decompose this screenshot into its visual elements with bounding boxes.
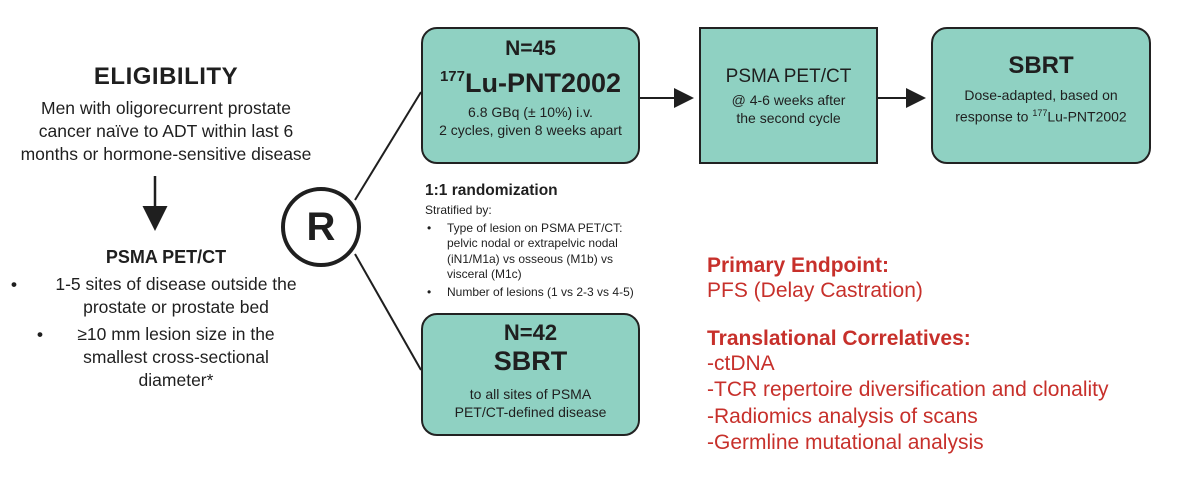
- r-to-lu-branch: [354, 91, 422, 201]
- stratification-factor: • Type of lesion on PSMA PET/CT: pelvic …: [425, 221, 695, 283]
- sbrt-followup-line2: response to 177Lu-PNT2002: [933, 104, 1149, 126]
- factor-line: pelvic nodal or extrapelvic nodal: [447, 236, 618, 250]
- translational-heading: Translational Correlatives:: [707, 326, 971, 350]
- drug-name: Lu-PNT2002: [464, 68, 622, 98]
- factor-line: Type of lesion on PSMA PET/CT:: [447, 220, 623, 235]
- screening-line: ≥10 mm lesion size in the: [77, 324, 275, 344]
- screening-bullet-2: ≥10 mm lesion size in the smallest cross…: [0, 323, 332, 392]
- factor-line: Number of lesions (1 vs 2-3 vs 4-5): [447, 284, 634, 299]
- eligibility-line: cancer naïve to ADT within last 6: [38, 121, 294, 141]
- screening-bullets: • 1-5 sites of disease outside the prost…: [0, 273, 332, 392]
- bullet-dot: •: [427, 220, 432, 235]
- bullet-dot: •: [37, 325, 43, 344]
- factor-line: visceral (M1c): [447, 267, 522, 281]
- arm-lu-n: N=45: [505, 37, 556, 60]
- endpoints-block: Primary Endpoint: PFS (Delay Castration)…: [707, 254, 1197, 457]
- randomization-details: 1:1 randomization Stratified by: • Type …: [425, 182, 695, 300]
- sbrt-followup-title: SBRT: [1008, 52, 1074, 79]
- translational-item: -TCR repertoire diversification and clon…: [707, 378, 1109, 401]
- primary-endpoint-value: PFS (Delay Castration): [707, 279, 923, 302]
- sbrt-followup-text: response to: [955, 108, 1033, 125]
- psma-followup-line: the second cycle: [736, 110, 841, 126]
- screening-line: prostate or prostate bed: [83, 297, 269, 317]
- stratification-factors: • Type of lesion on PSMA PET/CT: pelvic …: [425, 221, 695, 301]
- sbrt-followup-box: SBRT Dose-adapted, based on response to …: [931, 27, 1151, 164]
- arm-sbrt-title: SBRT: [493, 346, 568, 376]
- factor-line: (iN1/M1a) vs osseous (M1b) vs: [447, 251, 614, 266]
- psma-followup-line: @ 4-6 weeks after: [731, 92, 846, 108]
- randomization-symbol: R: [281, 187, 361, 267]
- stratification-factor: • Number of lesions (1 vs 2-3 vs 4-5): [425, 285, 695, 301]
- eligibility-block: ELIGIBILITY Men with oligorecurrent pros…: [0, 63, 332, 166]
- eligibility-criteria: Men with oligorecurrent prostate cancer …: [0, 97, 332, 166]
- isotope-superscript: 177: [1032, 108, 1048, 118]
- arm-lu-drug: 177Lu-PNT2002: [423, 61, 638, 99]
- screening-line: smallest cross-sectional: [83, 347, 269, 367]
- eligibility-line: months or hormone-sensitive disease: [20, 144, 312, 164]
- sbrt-arm-box: N=42 SBRT to all sites of PSMA PET/CT-de…: [421, 313, 640, 436]
- bullet-dot: •: [427, 284, 432, 299]
- screening-line: 1-5 sites of disease outside the: [55, 274, 297, 294]
- eligibility-line: Men with oligorecurrent prostate: [41, 98, 291, 118]
- psma-followup-box: PSMA PET/CT @ 4-6 weeks after the second…: [699, 27, 878, 164]
- translational-item: -Radiomics analysis of scans: [707, 404, 978, 428]
- stratified-label: Stratified by:: [425, 203, 492, 217]
- isotope-superscript: 177: [439, 68, 465, 85]
- eligibility-title: ELIGIBILITY: [93, 63, 239, 90]
- sbrt-followup-line: Dose-adapted, based on: [964, 87, 1118, 103]
- screening-line: diameter*: [138, 370, 214, 390]
- arm-sbrt-line: to all sites of PSMA: [469, 386, 592, 402]
- r-to-sbrt-branch: [354, 253, 422, 371]
- arm-sbrt-line: PET/CT-defined disease: [454, 404, 607, 420]
- bullet-dot: •: [11, 275, 17, 294]
- translational-item: -ctDNA: [707, 351, 775, 375]
- arm-lu-dose: 6.8 GBq (± 10%) i.v.: [468, 104, 593, 120]
- sbrt-followup-text: Lu-PNT2002: [1047, 108, 1127, 125]
- screening-bullet-1: 1-5 sites of disease outside the prostat…: [0, 273, 332, 319]
- translational-item: -Germline mutational analysis: [707, 431, 984, 454]
- randomization-title: 1:1 randomization: [425, 182, 558, 199]
- primary-endpoint-heading: Primary Endpoint:: [707, 254, 890, 277]
- arm-lu-schedule: 2 cycles, given 8 weeks apart: [439, 122, 622, 138]
- lu-pnt2002-arm-box: N=45 177Lu-PNT2002 6.8 GBq (± 10%) i.v. …: [421, 27, 640, 164]
- screening-title: PSMA PET/CT: [105, 247, 227, 267]
- arm-sbrt-n: N=42: [503, 320, 558, 345]
- psma-followup-title: PSMA PET/CT: [725, 66, 852, 87]
